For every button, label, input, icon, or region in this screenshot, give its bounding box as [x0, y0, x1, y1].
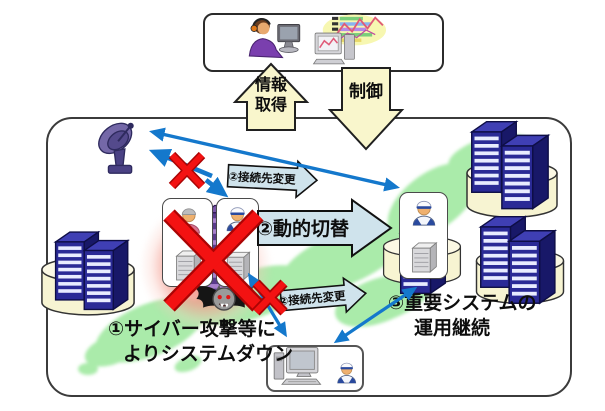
backup-system-box: [399, 192, 448, 279]
attack-caption: ①サイバー攻撃等に よりシステムダウン: [108, 319, 294, 365]
terminal-box: [266, 345, 364, 392]
control-label: 制御: [349, 82, 383, 101]
dynamic-switch-arrow: [257, 198, 393, 258]
info-acquisition-label: 情報 取得: [254, 77, 287, 114]
continuity-caption: ③重要システムの 運用継続: [388, 293, 537, 339]
dynamic-switch-label: ②動的切替: [257, 217, 350, 240]
